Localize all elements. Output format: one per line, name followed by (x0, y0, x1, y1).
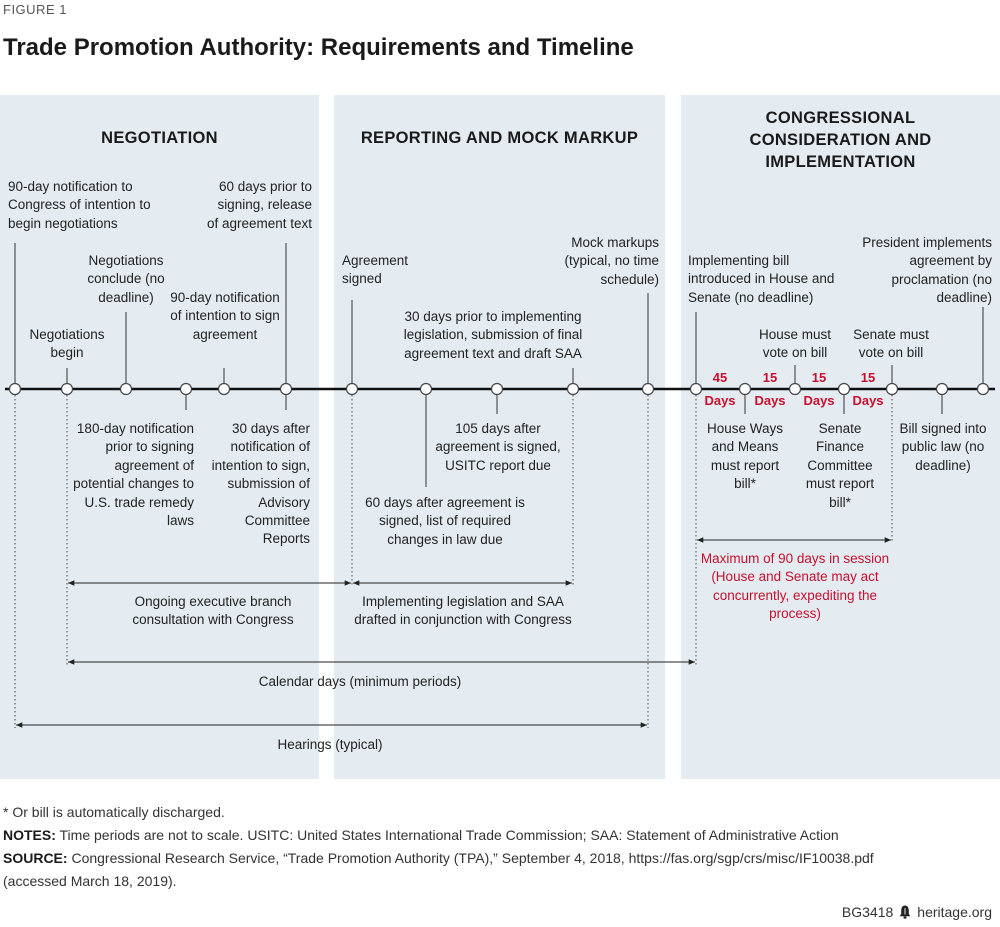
label-final-text: 30 days prior to implementing legislatio… (403, 309, 583, 361)
event-connectors (14, 243, 984, 487)
span-hearings: Hearings (typical) (277, 737, 383, 752)
span-arrows (16, 580, 695, 728)
dotted-guides (14, 395, 893, 728)
label-neg-begin: Negotiations begin (29, 327, 105, 361)
phase-title-congress-line2: CONSIDERATION AND (749, 131, 932, 149)
negotiation-panel (0, 95, 319, 779)
label-signed: Agreement signed (342, 253, 409, 287)
label-house-vote: House must vote on bill (758, 327, 832, 361)
span-maximum: Maximum of 90 days in session (House and… (700, 551, 890, 622)
days-15-second-number: 15 (811, 370, 827, 385)
source-text: Congressional Research Service, “Trade P… (67, 850, 874, 866)
liberty-bell-icon (899, 905, 911, 919)
label-bill-introduced: Implementing bill introduced in House an… (688, 253, 835, 305)
days-15-first-unit: Days (754, 393, 786, 408)
label-notify-begin: 90-day notification to Congress of inten… (8, 179, 151, 231)
label-mock-markups: Mock markups (typical, no time schedule) (564, 235, 659, 287)
source-label: SOURCE: (3, 850, 68, 866)
note-notes: NOTES: Time periods are not to scale. US… (3, 824, 839, 846)
label-signed-law: Bill signed into public law (no deadline… (899, 421, 987, 473)
timeline-points (8, 382, 990, 396)
label-finance: Senate Finance Committee must report bil… (805, 421, 875, 510)
notes-label: NOTES: (3, 827, 56, 843)
label-remedy-notify: 180-day notification prior to signing ag… (73, 421, 194, 529)
label-usitc: 105 days after agreement is signed, USIT… (435, 421, 561, 473)
label-ways-means: House Ways and Means must report bill* (706, 421, 784, 492)
phase-title-congress: CONGRESSIONAL CONSIDERATION AND IMPLEMEN… (681, 107, 1000, 173)
note-discharged: * Or bill is automatically discharged. (3, 804, 225, 820)
days-15-first: 15 Days (750, 366, 790, 412)
footer-code: BG3418 (841, 904, 894, 920)
days-45-number: 45 (712, 370, 728, 385)
days-15-first-number: 15 (762, 370, 778, 385)
days-15-third: 15 Days (848, 366, 888, 412)
days-15-third-number: 15 (860, 370, 876, 385)
phase-title-reporting: REPORTING AND MOCK MARKUP (360, 129, 639, 147)
phase-title-congress-line3: IMPLEMENTATION (765, 153, 916, 171)
days-45-unit: Days (704, 393, 736, 408)
figure-title: Trade Promotion Authority: Requirements … (3, 34, 634, 61)
footer: BG3418 heritage.org (842, 904, 992, 920)
notes-text: Time periods are not to scale. USITC: Un… (55, 827, 839, 843)
phase-title-congress-line1: CONGRESSIONAL (765, 109, 916, 127)
reporting-panel (334, 95, 665, 779)
span-drafted: Implementing legislation and SAA drafted… (354, 594, 572, 628)
span-consultation: Ongoing executive branch consultation wi… (132, 594, 294, 628)
figure-label: FIGURE 1 (3, 2, 67, 17)
label-release-text: 60 days prior to signing, release of agr… (206, 179, 312, 231)
span-calendar: Calendar days (minimum periods) (258, 674, 462, 689)
note-source: SOURCE: Congressional Research Service, … (3, 847, 874, 869)
label-senate-vote: Senate must vote on bill (853, 327, 929, 361)
label-neg-conclude: Negotiations conclude (no deadline) (87, 253, 165, 305)
days-15-second: 15 Days (799, 366, 839, 412)
days-15-second-unit: Days (803, 393, 835, 408)
label-changes-law: 60 days after agreement is signed, list … (365, 495, 525, 547)
label-president: President implements agreement by procla… (862, 235, 992, 306)
phase-title-negotiation: NEGOTIATION (101, 129, 218, 147)
congress-panel (681, 95, 1000, 779)
footer-site[interactable]: heritage.org (917, 904, 992, 920)
note-source-cont: (accessed March 18, 2019). (3, 873, 177, 889)
label-notify-sign: 90-day notification of intention to sign… (170, 290, 280, 342)
days-45: 45 Days (700, 366, 740, 412)
label-advisory: 30 days after notification of intention … (211, 421, 310, 547)
days-15-third-unit: Days (852, 393, 884, 408)
